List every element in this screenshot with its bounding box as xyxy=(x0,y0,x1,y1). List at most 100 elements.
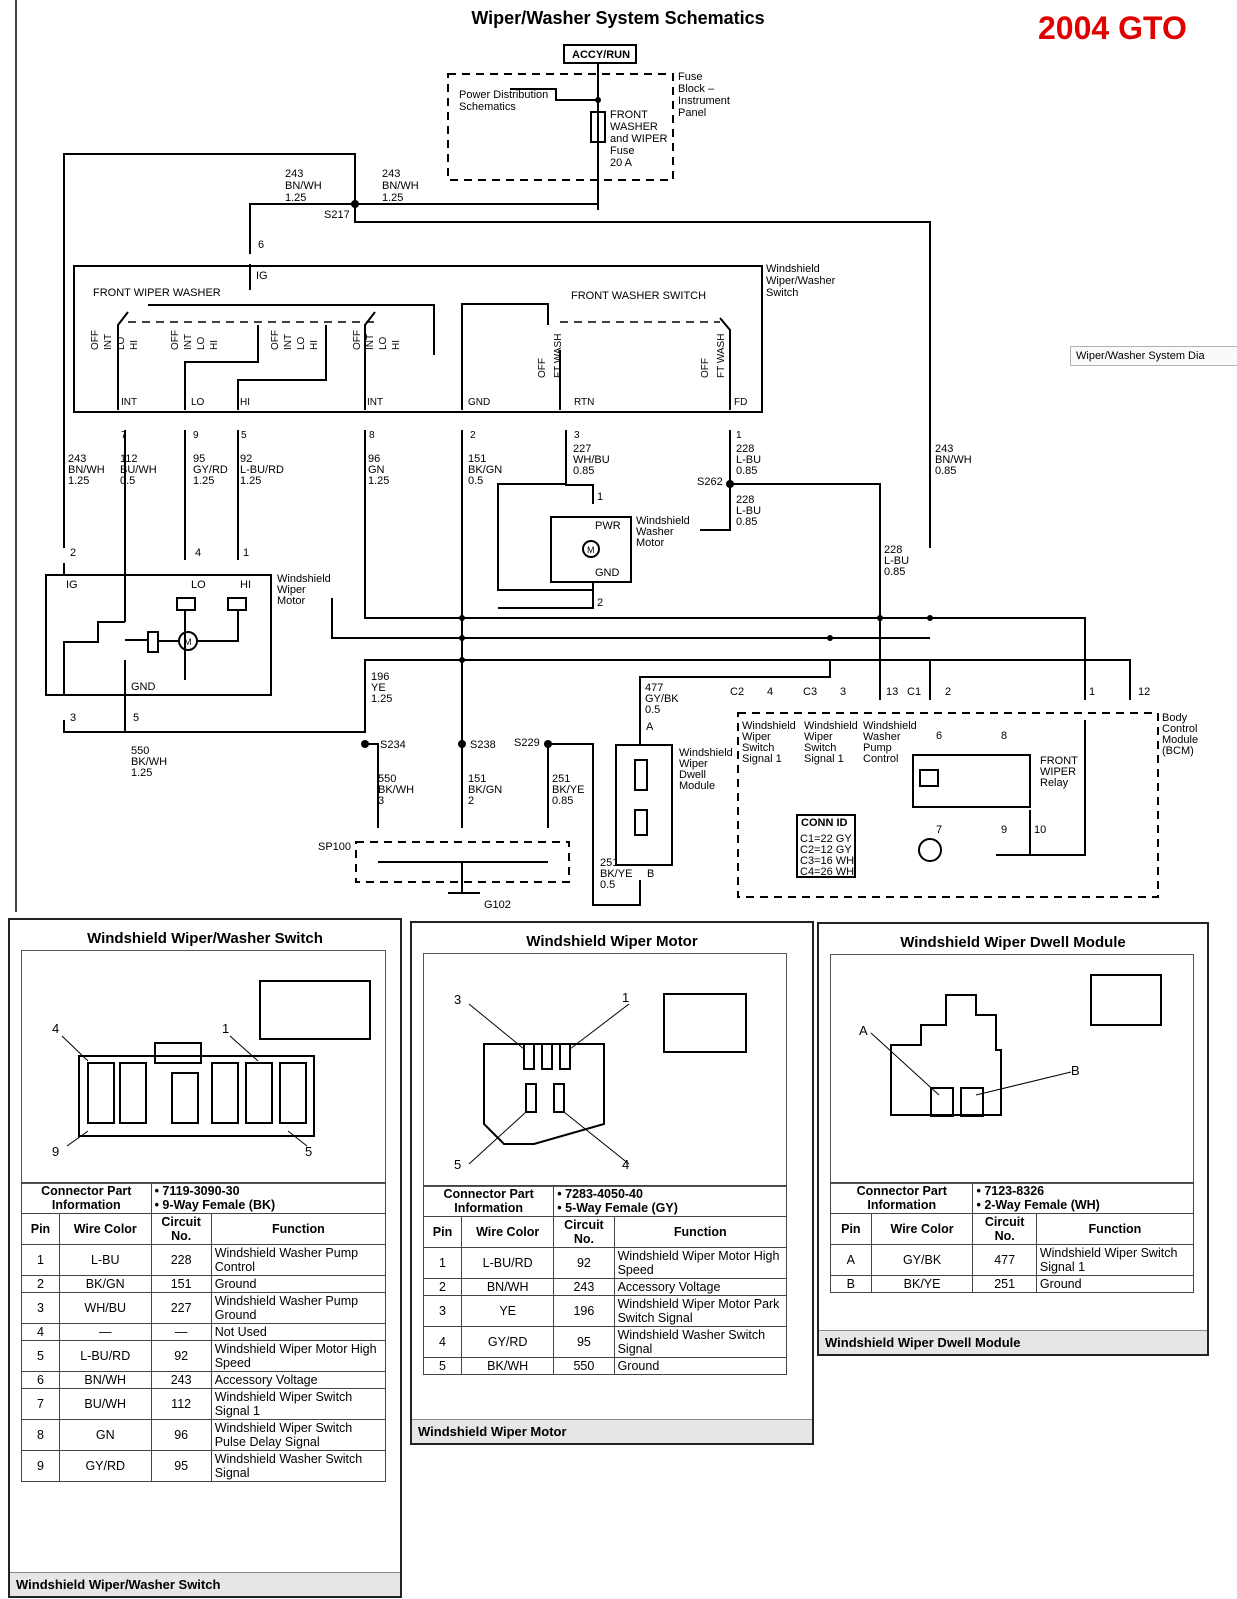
bcm-sig2-0: Windshield xyxy=(804,720,858,732)
function-cell: Windshield Washer Pump Control xyxy=(210,1244,387,1276)
th-function: Function xyxy=(613,1216,788,1248)
bcm-c3-3: 3 xyxy=(840,686,846,698)
function-cell: Ground xyxy=(1035,1275,1195,1293)
bcm-12: 12 xyxy=(1138,686,1150,698)
washer-motor-0: Windshield xyxy=(636,515,690,527)
w95-0: 95 xyxy=(193,453,205,465)
pos2-int: INT xyxy=(183,334,194,350)
fuse-block-label-2: Instrument xyxy=(678,95,730,107)
wire-color-cell: BN/WH xyxy=(461,1278,555,1296)
bcm-sig2-3: Signal 1 xyxy=(804,753,844,765)
pin-9: 9 xyxy=(193,430,199,441)
w251-0: 251 xyxy=(552,773,570,785)
w96-0: 96 xyxy=(368,453,380,465)
part-type: • 2-Way Female (WH) xyxy=(976,1198,1100,1212)
function-cell: Accessory Voltage xyxy=(210,1371,387,1389)
floating-tab[interactable]: Wiper/Washer System Dia xyxy=(1070,346,1237,366)
circuit-cell: 95 xyxy=(553,1326,615,1358)
circuit-cell: 92 xyxy=(553,1247,615,1279)
term-hi: HI xyxy=(240,397,250,408)
function-cell: Windshield Wiper Motor High Speed xyxy=(613,1247,788,1279)
pos1-off: OFF xyxy=(90,330,101,350)
function-cell: Windshield Wiper Motor High Speed xyxy=(210,1340,387,1372)
wiper-pin-4: 4 xyxy=(195,547,201,559)
bcm-c2-4: 4 xyxy=(767,686,773,698)
relay-2: Relay xyxy=(1040,777,1069,789)
w228c-0: 228 xyxy=(884,544,902,556)
relay-pin-9: 9 xyxy=(1001,824,1007,836)
w92-0: 92 xyxy=(240,453,252,465)
fuse-block-label-3: Panel xyxy=(678,107,706,119)
pin-7: 7 xyxy=(121,430,127,441)
relay-1: WIPER xyxy=(1040,766,1076,778)
switch-name-0: Windshield xyxy=(766,263,820,275)
w227-2: 0.85 xyxy=(573,465,594,477)
circuit-cell: 227 xyxy=(150,1292,212,1324)
w251-2: 0.85 xyxy=(552,795,573,807)
fuse-label-1: WASHER xyxy=(610,121,658,133)
wiper-pin-1: 1 xyxy=(243,547,249,559)
pin-cell: 6 xyxy=(21,1371,60,1389)
w151b-0: 151 xyxy=(468,773,486,785)
pos3-int: INT xyxy=(283,334,294,350)
panel-caption: Windshield Wiper/Washer Switch xyxy=(10,1572,400,1596)
wiper-term-hi: HI xyxy=(240,579,251,591)
wiper-term-lo: LO xyxy=(191,579,206,591)
circuit-cell: 477 xyxy=(972,1244,1037,1276)
w550-1: BK/WH xyxy=(131,756,167,768)
bcm-sig2-2: Switch xyxy=(804,742,836,754)
function-cell: Windshield Wiper Motor Park Switch Signa… xyxy=(613,1295,788,1327)
pin-3: 3 xyxy=(574,430,580,441)
callout-9: 9 xyxy=(52,1144,59,1159)
circuit-cell: 228 xyxy=(150,1244,212,1276)
wiper-pin-5: 5 xyxy=(133,712,139,724)
splice-s238: S238 xyxy=(470,739,496,751)
th-function: Function xyxy=(1035,1213,1195,1245)
wire-color-cell: GY/BK xyxy=(870,1244,974,1276)
washer-pin-2: 2 xyxy=(597,597,603,609)
relay-pin-6: 6 xyxy=(936,730,942,742)
pin-cell: 1 xyxy=(21,1244,60,1276)
splice-s262: S262 xyxy=(697,476,723,488)
washer-motor-m: M xyxy=(587,545,595,555)
function-cell: Ground xyxy=(210,1275,387,1293)
part-number: • 7123-8326 xyxy=(976,1184,1045,1198)
conn-id-3: C4=26 WH xyxy=(800,866,854,878)
wire-color-cell: WH/BU xyxy=(58,1292,152,1324)
connector-diagram: 4 1 9 5 xyxy=(21,950,386,1184)
w477-1: GY/BK xyxy=(645,693,679,705)
pos2-off: OFF xyxy=(170,330,181,350)
circuit-cell: — xyxy=(150,1323,212,1341)
function-cell: Not Used xyxy=(210,1323,387,1341)
term-lo: LO xyxy=(191,397,205,408)
bcm-sig1-2: Switch xyxy=(742,742,774,754)
circuit-cell: 196 xyxy=(553,1295,615,1327)
dwell-connector-svg: A B xyxy=(859,974,1162,1117)
bcm-pump-1: Washer xyxy=(863,731,901,743)
pin-2: 2 xyxy=(470,430,476,441)
wash2-ft: FT WASH xyxy=(716,334,727,378)
wire-243-right-0: 243 xyxy=(382,168,400,180)
switch-name-1: Wiper/Washer xyxy=(766,275,836,287)
w112-1: BU/WH xyxy=(120,464,157,476)
w243a-1: BN/WH xyxy=(68,464,105,476)
th-function: Function xyxy=(210,1213,387,1245)
wiper-pin-2: 2 xyxy=(70,547,76,559)
conn-id-2: C3=16 WH xyxy=(800,855,854,867)
wiper-term-ig: IG xyxy=(66,579,78,591)
wire-color-cell: — xyxy=(58,1323,152,1341)
dwell-module-2: Dwell xyxy=(679,769,706,781)
w95-1: GY/RD xyxy=(193,464,228,476)
w251b-1: BK/YE xyxy=(600,868,632,880)
pin-cell: 4 xyxy=(21,1323,60,1341)
th-pin: Pin xyxy=(830,1213,872,1245)
wire-243-right-2: 1.25 xyxy=(382,192,403,204)
w112-0: 112 xyxy=(120,453,138,465)
th-wire: Wire Color xyxy=(461,1216,555,1248)
w243a-0: 243 xyxy=(68,453,86,465)
dwell-module-0: Windshield xyxy=(679,747,733,759)
